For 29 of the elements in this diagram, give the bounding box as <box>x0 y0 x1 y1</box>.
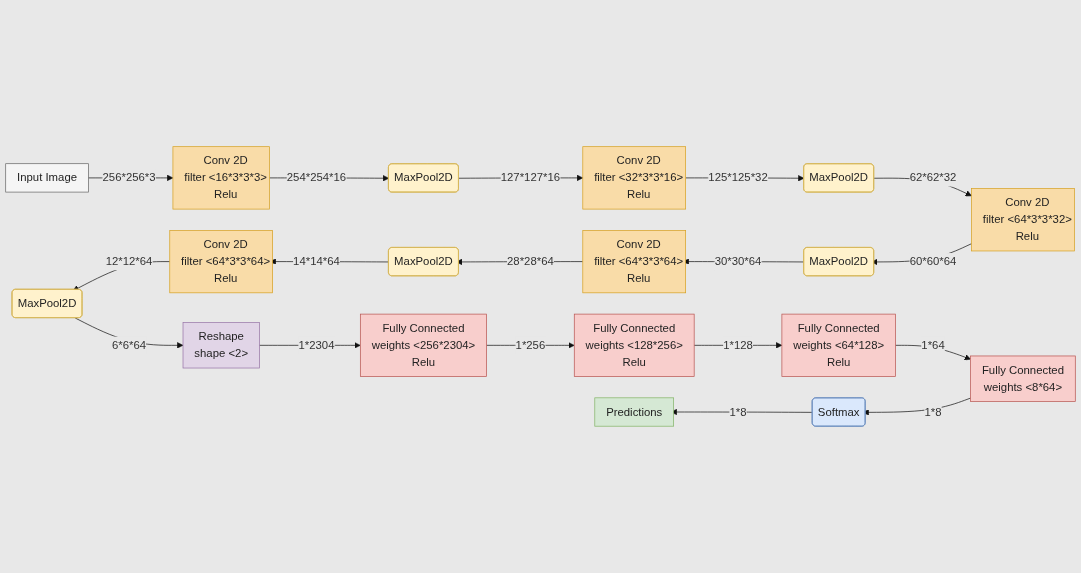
edge-label: 127*127*16 <box>500 171 561 184</box>
node-box: Reshape shape <2> <box>182 322 260 369</box>
node-box: Fully Connected weights <128*256> Relu <box>573 313 695 377</box>
edge-label: 1*128 <box>723 339 753 352</box>
node-box: Conv 2D filter <64*3*3*64> Relu <box>169 230 273 294</box>
edge-label: 14*14*64 <box>293 255 340 268</box>
edge-label: 1*8 <box>729 405 747 418</box>
edge-label: 1*2304 <box>298 339 335 352</box>
edge-label: 1*64 <box>921 339 945 352</box>
edge-label: 256*256*3 <box>102 171 156 184</box>
edge-label: 12*12*64 <box>105 255 153 268</box>
node-box: Fully Connected weights <256*2304> Relu <box>360 313 487 377</box>
edge-label: 125*125*32 <box>708 171 768 184</box>
edge-label: 254*254*16 <box>286 171 347 184</box>
edge-label: 62*62*32 <box>909 171 957 184</box>
node-box: Conv 2D filter <64*3*3*64> Relu <box>582 230 686 294</box>
node-box: Conv 2D filter <64*3*3*32> Relu <box>971 188 1075 252</box>
edge-label: 30*30*64 <box>714 255 762 268</box>
node-box: Conv 2D filter <32*3*3*16> Relu <box>582 146 686 210</box>
edge-label: 6*6*64 <box>112 339 147 352</box>
edge-label: 28*28*64 <box>507 255 554 268</box>
node-box: Conv 2D filter <16*3*3*3> Relu <box>172 146 270 210</box>
node-box: Predictions <box>594 397 674 427</box>
edge-label: 60*60*64 <box>909 255 957 268</box>
node-box: Fully Connected weights <8*64> <box>970 355 1076 402</box>
node-box: Fully Connected weights <64*128> Relu <box>781 313 896 377</box>
edge-label: 1*8 <box>924 405 942 418</box>
node-box: Input Image <box>5 163 89 193</box>
edge-label: 1*256 <box>515 339 546 352</box>
